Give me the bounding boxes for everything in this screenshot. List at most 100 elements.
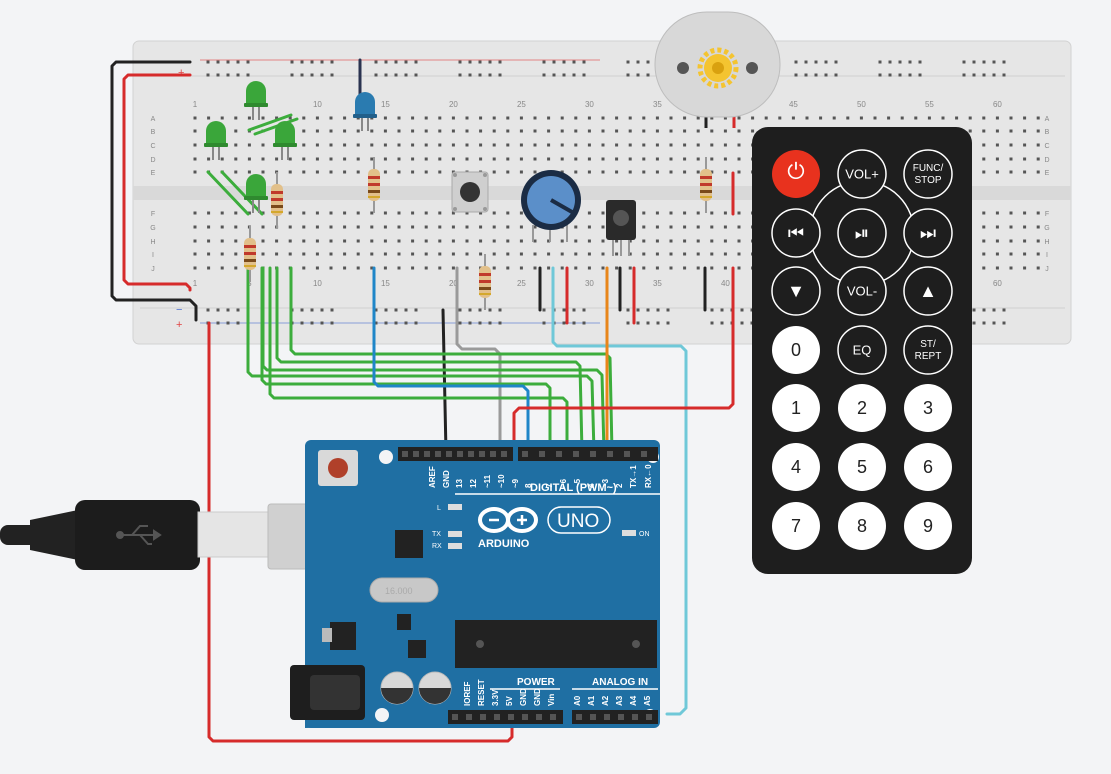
breadboard-hole — [356, 170, 360, 174]
breadboard-hole — [329, 170, 333, 174]
breadboard-hole — [574, 239, 578, 243]
remote-button[interactable]: 4 — [772, 443, 820, 491]
pin-label: 5V — [505, 696, 514, 706]
led-green-1 — [244, 81, 268, 120]
rail-hole — [878, 73, 882, 77]
remote-button[interactable]: ST/REPT — [903, 325, 953, 375]
remote-button[interactable]: 9 — [904, 502, 952, 550]
leds[interactable] — [204, 81, 377, 213]
breadboard-hole — [288, 170, 292, 174]
breadboard-hole — [1009, 266, 1013, 270]
breadboard-hole — [615, 143, 619, 147]
resistors[interactable] — [244, 157, 712, 310]
pin-label: ~9 — [511, 478, 520, 488]
remote-button-label: REPT — [915, 351, 942, 362]
remote-button[interactable]: 7 — [772, 502, 820, 550]
breadboard-hole — [615, 116, 619, 120]
breadboard-hole — [411, 266, 415, 270]
reset-button[interactable] — [318, 450, 358, 486]
breadboard-hole — [819, 116, 823, 120]
remote-button[interactable]: 0 — [772, 326, 820, 374]
breadboard-hole — [356, 143, 360, 147]
rail-hole — [458, 308, 462, 312]
rail-hole — [646, 321, 650, 325]
breadboard-hole — [737, 116, 741, 120]
rail-hole — [300, 308, 304, 312]
remote-button[interactable]: ▼ — [771, 266, 821, 316]
remote-button[interactable]: 5 — [838, 443, 886, 491]
rail-hole — [562, 308, 566, 312]
rail-hole — [572, 60, 576, 64]
dc-motor[interactable] — [654, 11, 781, 128]
rail-hole — [562, 73, 566, 77]
breadboard-hole — [982, 252, 986, 256]
pin-label: A3 — [615, 695, 624, 706]
column-number: 60 — [993, 279, 1002, 288]
breadboard-hole — [710, 116, 714, 120]
remote-button[interactable]: 6 — [904, 443, 952, 491]
potentiometer[interactable] — [521, 170, 581, 242]
breadboard-hole — [723, 143, 727, 147]
breadboard-hole — [315, 129, 319, 133]
breadboard-hole — [914, 116, 918, 120]
wire-green-3 — [275, 266, 584, 454]
breadboard-hole — [1036, 116, 1040, 120]
remote-button[interactable]: 3 — [904, 384, 952, 432]
remote-button[interactable]: ▲ — [903, 266, 953, 316]
rail-hole — [226, 73, 230, 77]
rail-hole — [468, 308, 472, 312]
rail-hole — [374, 308, 378, 312]
breadboard-hole — [982, 239, 986, 243]
small-chip — [397, 614, 411, 630]
breadboard-hole — [751, 129, 755, 133]
remote-button[interactable]: 2 — [838, 384, 886, 432]
rail-hole — [394, 321, 398, 325]
rail-hole — [488, 60, 492, 64]
pushbutton[interactable] — [451, 171, 489, 213]
remote-button[interactable]: FUNC/STOP — [903, 149, 953, 199]
remote-button[interactable]: EQ — [837, 325, 887, 375]
breadboard-hole — [506, 143, 510, 147]
rail-hole — [804, 60, 808, 64]
remote-button[interactable]: ⏻ — [772, 150, 820, 198]
remote-button[interactable]: ⏭ — [903, 208, 953, 258]
remote-button[interactable]: VOL+ — [837, 149, 887, 199]
remote-button[interactable]: ⏮ — [771, 208, 821, 258]
remote-button[interactable]: VOL- — [837, 266, 887, 316]
breadboard-hole — [275, 116, 279, 120]
breadboard-hole — [696, 157, 700, 161]
header-hole — [494, 714, 500, 720]
row-letter: D — [150, 157, 155, 164]
svg-text:+: + — [176, 319, 182, 331]
breadboard-hole — [315, 239, 319, 243]
breadboard-hole — [261, 252, 265, 256]
remote-button[interactable]: 8 — [838, 502, 886, 550]
breadboard-hole — [288, 157, 292, 161]
rail-hole — [374, 73, 378, 77]
rail-hole — [992, 321, 996, 325]
rail-hole — [552, 73, 556, 77]
column-number: 20 — [449, 279, 458, 288]
breadboard-hole — [587, 129, 591, 133]
column-number: 30 — [585, 100, 594, 109]
breadboard-hole — [329, 211, 333, 215]
wires[interactable] — [110, 58, 735, 743]
breadboard-hole — [234, 211, 238, 215]
breadboard-hole — [220, 252, 224, 256]
remote-button[interactable]: ⏯ — [837, 208, 887, 258]
row-letter: J — [151, 266, 155, 273]
remote-button[interactable]: 1 — [772, 384, 820, 432]
ir-receiver[interactable] — [606, 200, 636, 256]
breadboard-hole — [220, 116, 224, 120]
rail-hole — [414, 73, 418, 77]
breadboard-hole — [424, 129, 428, 133]
breadboard-hole — [275, 252, 279, 256]
breadboard-hole — [207, 266, 211, 270]
usb-chip — [395, 530, 423, 558]
rail-hole — [216, 60, 220, 64]
rail-hole — [794, 60, 798, 64]
